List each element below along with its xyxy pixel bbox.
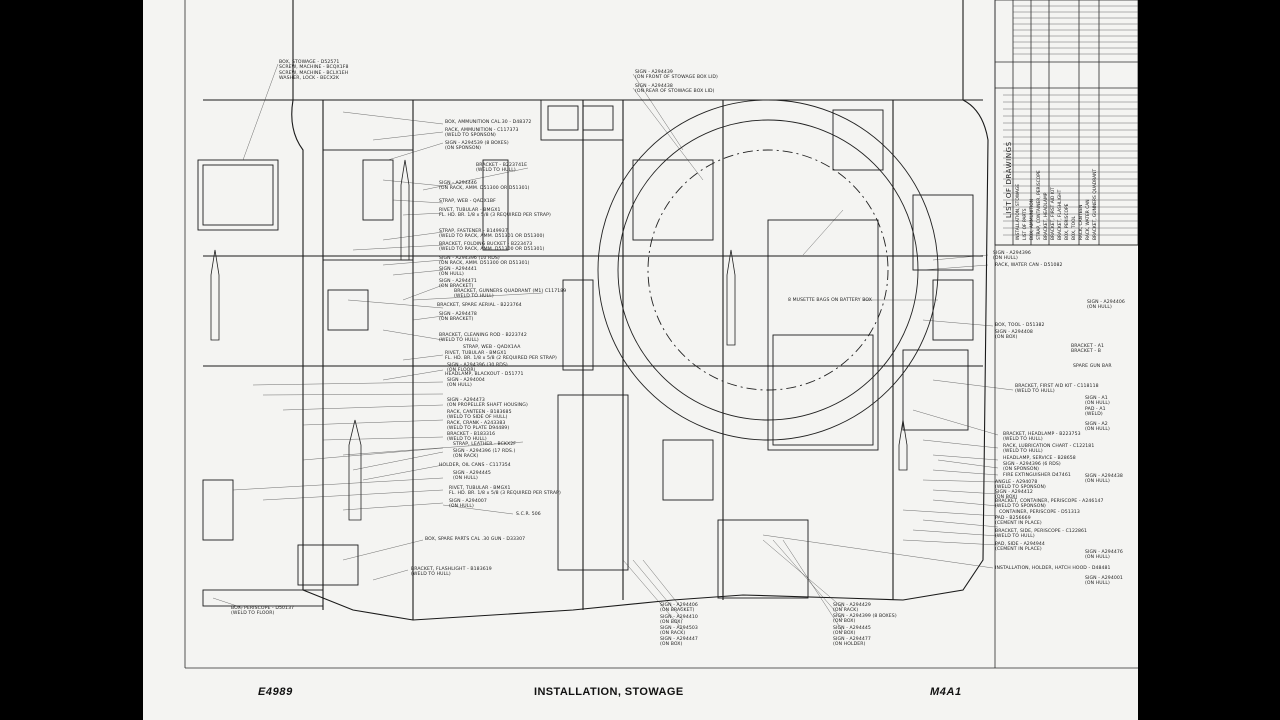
drawing-sheet: BOX, STOWAGE - D52571 SCREW, MACHINE - B… (143, 0, 1138, 720)
callout-bracket-folding-bucket: BRACKET, FOLDING BUCKET - B223473 (WELD … (439, 242, 545, 253)
callout-bottom-sign-a294429: SIGN - A294429 (ON RACK) (833, 603, 871, 614)
callout-bracket-flashlight: BRACKET, FLASHLIGHT - B183619 (WELD TO H… (411, 567, 492, 578)
callout-far-sign-a2: SIGN - A2 (ON HULL) (1085, 422, 1110, 433)
callout-far-bracket-a1: BRACKET - A1 BRACKET - B (1071, 344, 1104, 355)
callout-bracket-spare-aerial: BRACKET, SPARE AERIAL - B223764 (437, 303, 522, 308)
callout-sign-a294478: SIGN - A294478 (ON BRACKET) (439, 312, 477, 323)
callout-musette-bags: 8 MUSETTE BAGS ON BATTERY BOX (788, 298, 873, 303)
callout-bracket-b183316: BRACKET - B183316 (WELD TO HULL) (447, 432, 496, 443)
vehicle-model: M4A1 (930, 686, 962, 698)
callout-angle-a294078: ANGLE - A294078 (WELD TO SPONSON) (995, 480, 1046, 491)
lod-entry: BOX, AMMUNITION (1030, 199, 1035, 240)
callout-bracket-b223741e: BRACKET - B223741E (WELD TO HULL) (476, 163, 528, 174)
callout-rack-crank: RACK, CRANK - A243383 (WELD TO PLATE D94… (447, 421, 510, 432)
callout-sign-a294007: SIGN - A294007 (ON HULL) (449, 499, 487, 510)
lod-entry: LIST OF PARTS (1023, 208, 1028, 240)
callout-scr-506: S.C.R. 506 (516, 512, 541, 517)
stowage-blueprint-drawing (184, 0, 1138, 669)
callout-strap-fastener: STRAP, FASTENER - B149937 (WELD TO RACK,… (439, 229, 545, 240)
callout-strap-leather: STRAP, LEATHER - BCKX2F (453, 442, 517, 447)
lod-entry: BOX, TOOL (1072, 216, 1077, 240)
callout-container-periscope: CONTAINER, PERISCOPE - D51313 (999, 510, 1080, 515)
callout-strap-web-2: STRAP, WEB - QADX1AA (463, 345, 521, 350)
callout-sign-a294471: SIGN - A294471 (ON BRACKET) (439, 279, 477, 290)
callout-bracket-gunners-quadrant: BRACKET, GUNNERS QUADRANT (M1) C117189 (… (454, 289, 567, 300)
drawing-number: E4989 (258, 686, 293, 698)
list-of-drawings-title: LIST OF DRAWINGS (1005, 141, 1013, 218)
callout-bottom-sign-a294406: SIGN - A294406 (ON BRACKET) (660, 603, 698, 614)
callout-pad-side: PAD, SIDE - A294944 (CEMENT IN PLACE) (995, 542, 1045, 553)
callout-bracket-side-periscope: BRACKET, SIDE, PERISCOPE - C122861 (WELD… (995, 529, 1088, 540)
lod-entry: RACK, WATER CAN (1086, 199, 1091, 240)
callout-box-tool: BOX, TOOL - D51382 (995, 323, 1045, 328)
lod-entry: STRAP, CONTAINER, PERISCOPE (1037, 170, 1042, 240)
callout-rivet-tubular-2: RIVET, TUBULAR - BMGX1 FL. HD. BR. 1/8 x… (445, 351, 557, 362)
callout-bracket-cleaning-rod: BRACKET, CLEANING ROD - B223742 (WELD TO… (439, 333, 527, 344)
callout-bottom-sign-a294445: SIGN - A294445 (ON BOX) (833, 626, 871, 637)
callout-sign-a294396-6: SIGN - A294396 (6 RDS) (ON SPONSON) (1003, 462, 1061, 473)
callout-far-sign-a1: SIGN - A1 (ON HULL) PAD - A1 (WELD) (1085, 396, 1110, 418)
callout-strap-web-1: STRAP, WEB - QADX1BF (439, 199, 496, 204)
callout-far-sign-a294001: SIGN - A294001 (ON HULL) (1085, 576, 1123, 587)
drawing-title: INSTALLATION, STOWAGE (534, 686, 684, 698)
callout-sign-a294004: SIGN - A294004 (ON HULL) (447, 378, 485, 389)
callout-bracket-headlamp: BRACKET, HEADLAMP - B223753 (WELD TO HUL… (1003, 432, 1081, 443)
callout-installation-holder-hatch: INSTALLATION, HOLDER, HATCH HOOD - D4848… (995, 566, 1111, 571)
callout-sign-a294473: SIGN - A294473 (ON PROPELLER SHAFT HOUSI… (447, 398, 528, 409)
callout-sign-a294445: SIGN - A294445 (ON HULL) (453, 471, 491, 482)
callout-rivet-tubular-1: RIVET, TUBULAR - BMGX1 FL. HD. BR. 1/8 x… (439, 208, 551, 219)
lod-entry: BRACKET, GUNNERS QUADRANT (1093, 168, 1098, 240)
callout-sign-a294539: SIGN - A294539 (8 BOXES) (ON SPONSON) (445, 141, 509, 152)
callout-bottom-sign-a294447: SIGN - A294447 (ON BOX) (660, 637, 698, 648)
callout-bottom-sign-a294477: SIGN - A294477 (ON HOLDER) (833, 637, 871, 648)
callout-fire-extinguisher: FIRE EXTINGUISHER D47461 (1003, 473, 1071, 478)
callout-rack-water-can: RACK, WATER CAN - D51082 (995, 263, 1063, 268)
lod-entry: BRACKET, HEADLAMP (1044, 192, 1049, 240)
callout-far-spare-gun-bar: SPARE GUN BAR (1073, 364, 1112, 369)
lod-entry: BOX, PERISCOPE (1065, 203, 1070, 240)
lod-entry: BRACKET, FLASHLIGHT (1058, 189, 1063, 240)
callout-headlamp-blackout: HEADLAMP, BLACKOUT - D51771 (445, 372, 524, 377)
callout-sign-a294396-hull: SIGN - A294396 (ON HULL) (993, 251, 1031, 262)
callout-pad-b256669: PAD - B256669 (CEMENT IN PLACE) (995, 516, 1042, 527)
callout-rack-canteen: RACK, CANTEEN - B183685 (WELD TO SIDE OF… (447, 410, 512, 421)
callout-far-sign-a294438: SIGN - A294438 (ON HULL) (1085, 474, 1123, 485)
callout-headlamp-service: HEADLAMP, SERVICE - B28658 (1003, 456, 1076, 461)
callout-box-periscope: BOX, PERISCOPE - D50137 (WELD TO FLOOR) (231, 606, 295, 617)
callout-sign-a294396-17: SIGN - A294396 (17 RDS.) (ON RACK) (453, 449, 516, 460)
callout-far-sign-a294406: SIGN - A294406 (ON HULL) (1087, 300, 1125, 311)
callout-holder-oil-cans: HOLDER, OIL CANS - C117354 (439, 463, 511, 468)
callout-bracket-first-aid-kit: BRACKET, FIRST AID KIT - C118118 (WELD T… (1015, 384, 1099, 395)
callout-rack-ammunition: RACK, AMMUNITION - C117373 (WELD TO SPON… (445, 128, 519, 139)
callout-sign-a294446: SIGN - A294446 (ON RACK, AMM. D51300 OR … (439, 181, 530, 192)
callout-sign-a294439: SIGN - A294439 (ON FRONT OF STOWAGE BOX … (635, 70, 718, 81)
callout-far-sign-a294476: SIGN - A294476 (ON HULL) (1085, 550, 1123, 561)
callout-sign-a294438: SIGN - A294438 (ON REAR OF STOWAGE BOX L… (635, 84, 715, 95)
callout-rack-lubrication-chart: RACK, LUBRICATION CHART - C122181 (WELD … (1003, 444, 1095, 455)
callout-sign-a294408: SIGN - A294408 (ON BOX) (995, 330, 1033, 341)
callout-bottom-sign-a294399: SIGN - A294399 (8 BOXES) (ON BOX) (833, 614, 897, 625)
callout-sign-a294396-10: SIGN - A294396 (10 RDS) (ON RACK, AMM. D… (439, 256, 530, 267)
callout-box-spare-parts: BOX, SPARE PARTS CAL .30 GUN - D33307 (425, 537, 526, 542)
callout-bottom-sign-a294503: SIGN - A294503 (ON RACK) (660, 626, 698, 637)
callout-box-stowage: BOX, STOWAGE - D52571 SCREW, MACHINE - B… (279, 60, 349, 82)
lod-entry: RACK, CANTEEN (1079, 204, 1084, 240)
lod-entry: INSTALLATION, STOWAGE (1016, 183, 1021, 240)
callout-bracket-container-periscope: BRACKET, CONTAINER, PERISCOPE - A246147 … (995, 499, 1104, 510)
callout-box-ammunition: BOX, AMMUNITION CAL.30 - D48372 (445, 120, 532, 125)
callout-sign-a294441: SIGN - A294441 (ON HULL) (439, 267, 477, 278)
callout-rivet-tubular-3: RIVET, TUBULAR - BMGX1 FL. HD. BR. 1/8 x… (449, 486, 561, 497)
callout-sign-a294396-30: SIGN - A294396 (30 RDS) (ON FLOOR) (447, 363, 508, 374)
lod-entry: BRACKET, FIRST AID KIT (1051, 187, 1056, 240)
callout-sign-a294412: SIGN - A294412 (ON BOX) (995, 490, 1033, 501)
callout-bottom-sign-a294410: SIGN - A294410 (ON BOX) (660, 615, 698, 626)
